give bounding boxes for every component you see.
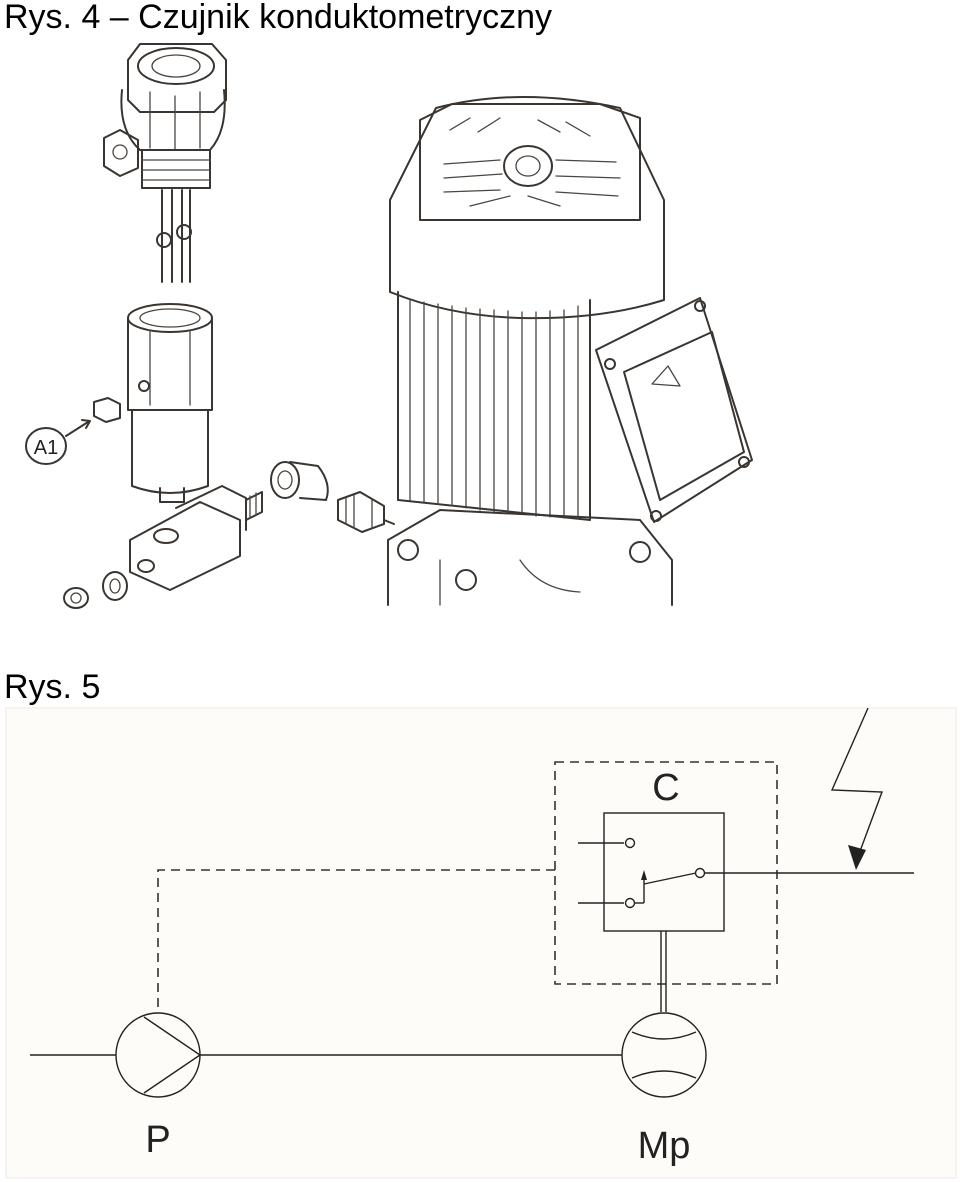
elbow-fitting [270, 461, 395, 533]
motor-label: Mp [638, 1125, 691, 1167]
controller-label: C [652, 767, 679, 809]
signal-line [157, 869, 555, 1012]
sensor-head [103, 43, 227, 283]
figure4-drawing: A1 [25, 43, 753, 609]
switch-box [603, 812, 725, 932]
pump-motor [387, 96, 753, 606]
motor-symbol [621, 1012, 707, 1098]
figure4-caption: Rys. 4 – Czujnik konduktometryczny [4, 0, 552, 36]
manifold-block [63, 485, 263, 609]
callout-a1: A1 [25, 419, 91, 465]
lightning-icon [830, 707, 883, 863]
pump-label: P [145, 1119, 170, 1161]
callout-a1-label: A1 [34, 437, 58, 459]
figure5-caption: Rys. 5 [4, 668, 101, 706]
sensor-housing [93, 303, 213, 503]
